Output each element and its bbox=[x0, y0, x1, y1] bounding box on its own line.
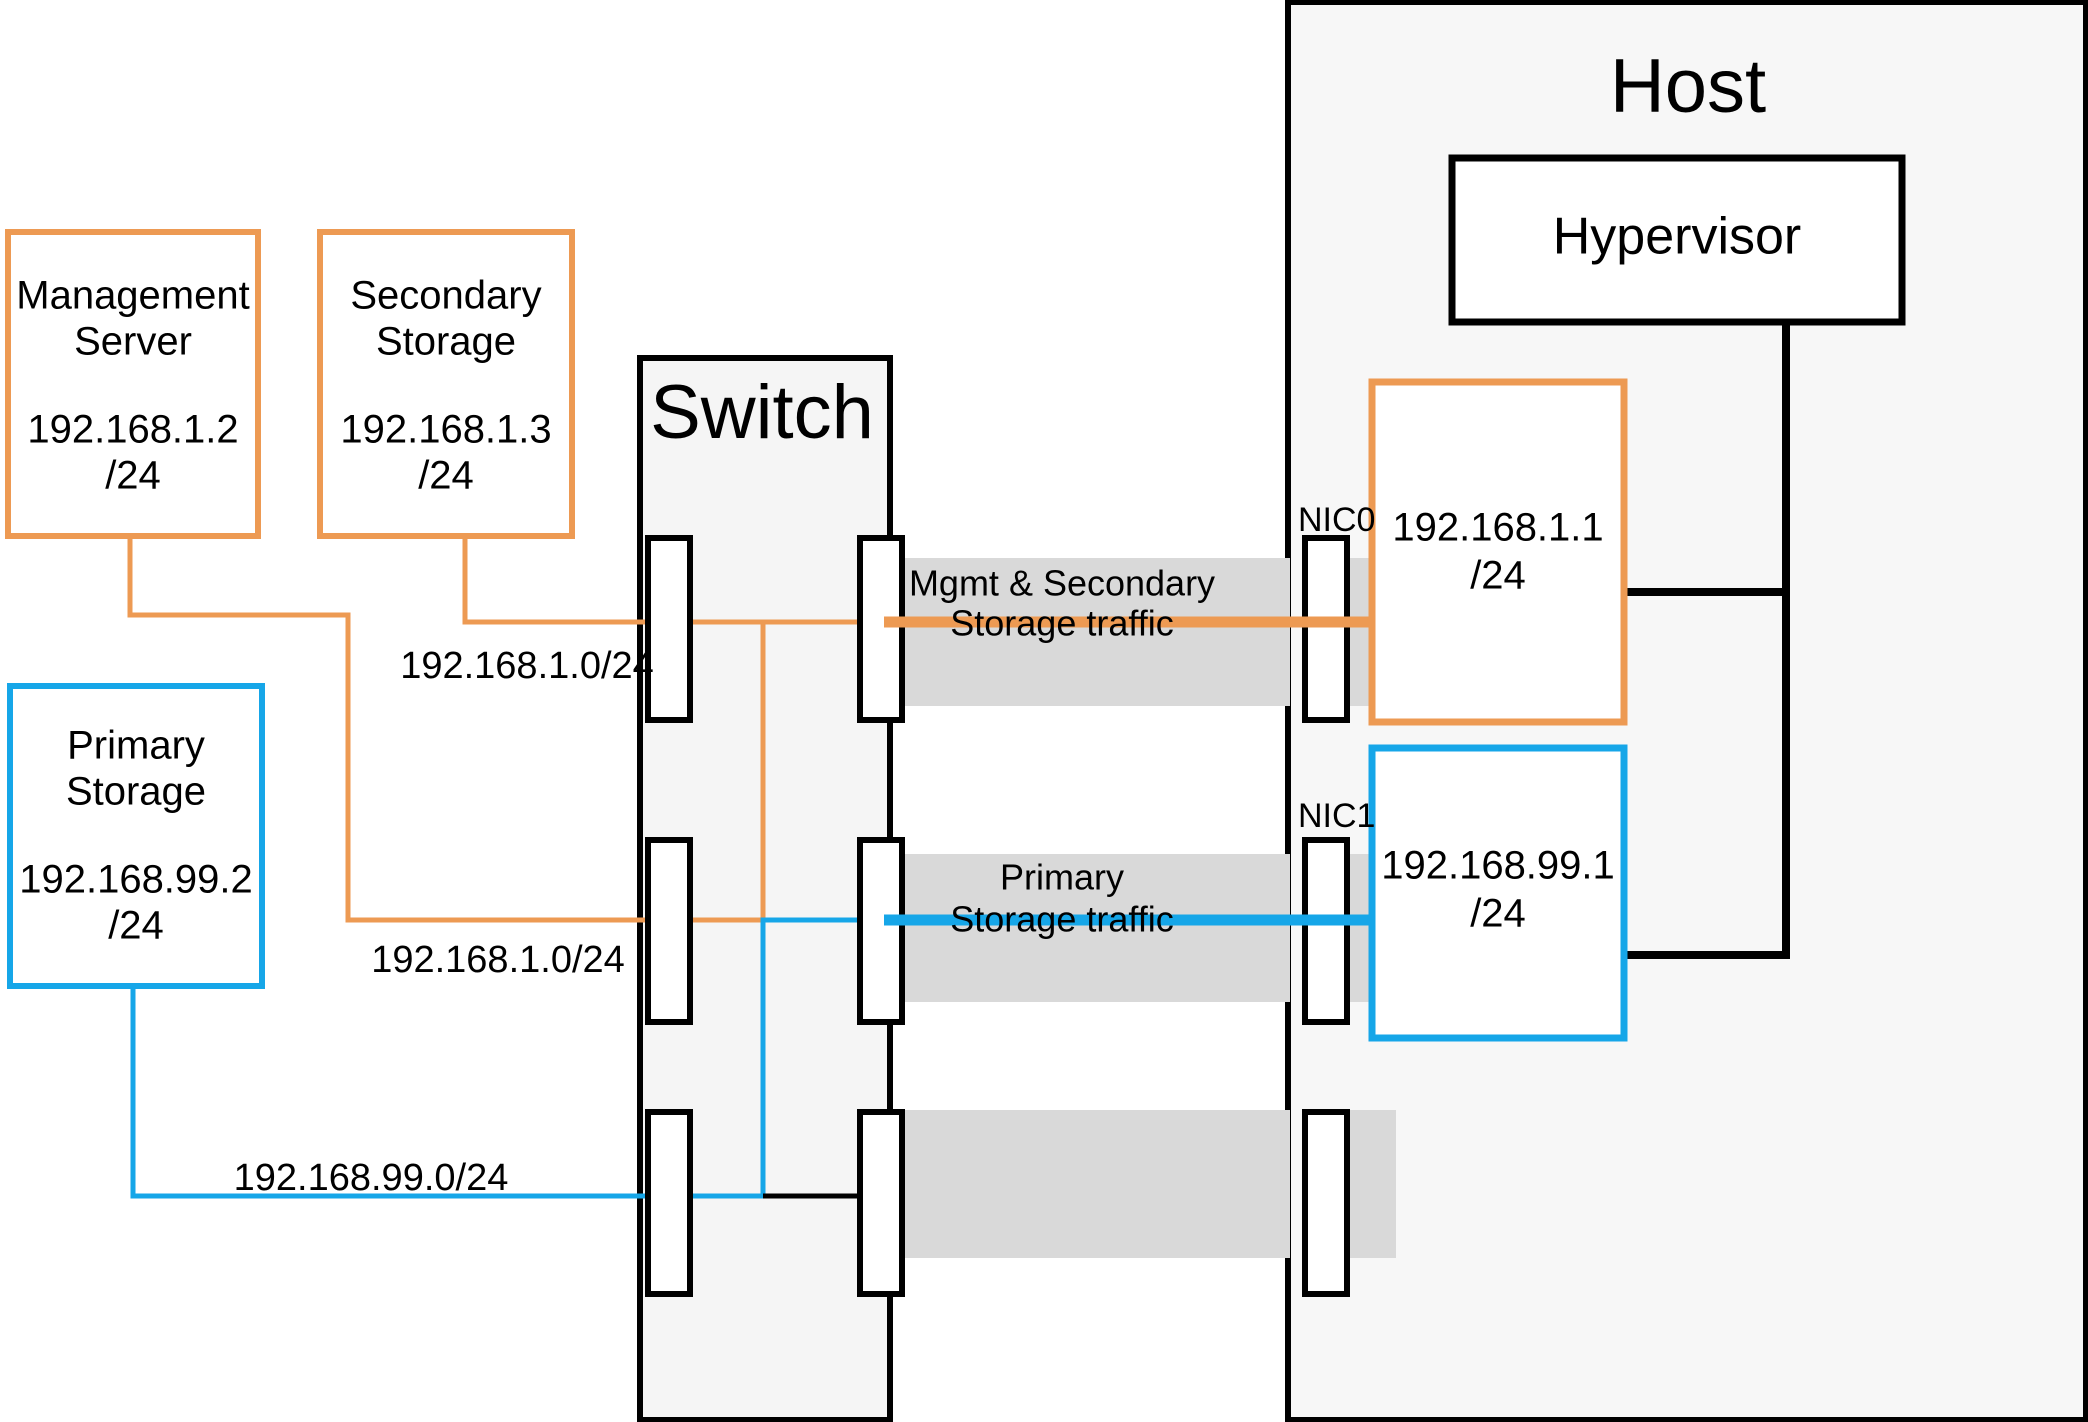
nic0-mask: /24 bbox=[1470, 554, 1526, 598]
nic0-ip-box bbox=[1368, 378, 1628, 726]
switch-internal-orange bbox=[648, 619, 766, 923]
switch-port-left-1[interactable] bbox=[645, 535, 693, 723]
nic1-label: NIC1 bbox=[1298, 797, 1375, 835]
host-nic-port-1[interactable] bbox=[1302, 837, 1350, 1025]
secondary-storage-title-line1: Secondary bbox=[350, 274, 541, 318]
traffic-label-mgmt-line2: Storage traffic bbox=[950, 603, 1173, 644]
traffic-label-mgmt-line1: Mgmt & Secondary bbox=[909, 563, 1215, 604]
switch-title: Switch bbox=[650, 370, 874, 455]
traffic-band-third bbox=[890, 1110, 1290, 1258]
subnet-label-mgmt-lower: 192.168.1.0/24 bbox=[371, 939, 625, 981]
subnet-label-mgmt-upper: 192.168.1.0/24 bbox=[400, 645, 654, 687]
primary-storage-title-line2: Storage bbox=[66, 770, 206, 814]
switch-port-right-2[interactable] bbox=[857, 837, 905, 1025]
host-nic-port-2[interactable] bbox=[1302, 1109, 1350, 1297]
primary-storage-title-line1: Primary bbox=[67, 724, 205, 768]
traffic-band-primary bbox=[890, 854, 1290, 1002]
link-secstorage-to-switch bbox=[462, 535, 648, 625]
primary-storage-ip: 192.168.99.2 bbox=[19, 858, 253, 902]
nic0-label: NIC0 bbox=[1298, 501, 1375, 539]
hypervisor-box bbox=[1448, 154, 1906, 326]
switch-port-left-3[interactable] bbox=[645, 1109, 693, 1297]
subnet-label-primary: 192.168.99.0/24 bbox=[234, 1157, 509, 1199]
switch-port-right-3[interactable] bbox=[857, 1109, 905, 1297]
traffic-label-primary-line1: Primary bbox=[1000, 857, 1124, 898]
traffic-label-primary-line2: Storage traffic bbox=[950, 899, 1173, 940]
nic1-ip-box bbox=[1368, 744, 1628, 1042]
link-primarystorage-to-switch bbox=[130, 985, 648, 1199]
nic0-ip: 192.168.1.1 bbox=[1392, 506, 1603, 550]
host-title: Host bbox=[1610, 44, 1766, 129]
switch-port-right-1[interactable] bbox=[857, 535, 905, 723]
traffic-band-mgmt bbox=[890, 558, 1290, 706]
secondary-storage-ip: 192.168.1.3 bbox=[340, 408, 551, 452]
nic1-ip: 192.168.99.1 bbox=[1381, 844, 1615, 888]
primary-storage-box bbox=[7, 683, 265, 989]
hypervisor-label: Hypervisor bbox=[1553, 208, 1802, 266]
management-server-mask: /24 bbox=[105, 454, 161, 498]
secondary-storage-mask: /24 bbox=[418, 454, 474, 498]
primary-storage-mask: /24 bbox=[108, 904, 164, 948]
host-nic-port-0[interactable] bbox=[1302, 535, 1350, 723]
bus-hypervisor-to-nics bbox=[1622, 322, 1790, 959]
management-server-title-line2: Server bbox=[74, 320, 192, 364]
management-server-ip: 192.168.1.2 bbox=[27, 408, 238, 452]
switch-port-left-2[interactable] bbox=[645, 837, 693, 1025]
management-server-box bbox=[5, 229, 261, 539]
link-mgmt-to-switch bbox=[127, 535, 648, 923]
secondary-storage-box bbox=[317, 229, 575, 539]
secondary-storage-title-line2: Storage bbox=[376, 320, 516, 364]
switch-internal-blue bbox=[648, 917, 884, 1199]
management-server-title-line1: Management bbox=[16, 274, 249, 318]
nic1-mask: /24 bbox=[1470, 892, 1526, 936]
